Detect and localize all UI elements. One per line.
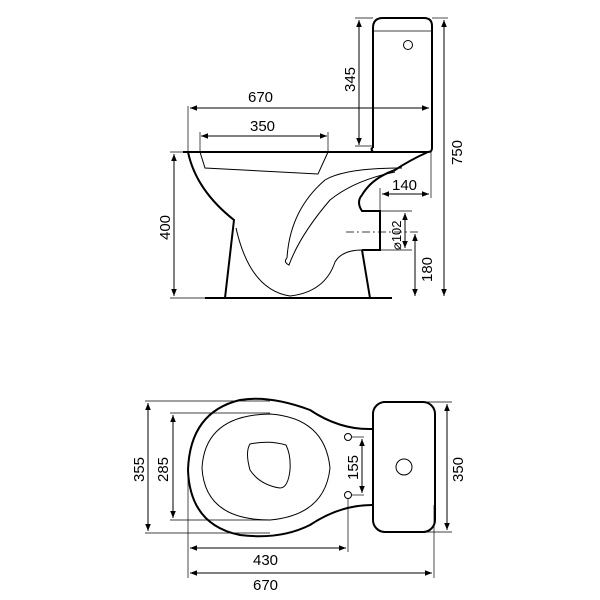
tank-side <box>372 17 433 153</box>
flush-button-side <box>403 40 413 50</box>
top-view: 355 285 155 350 430 670 <box>131 397 467 594</box>
dim-side-350: 350 <box>250 118 275 135</box>
dim-top-670: 670 <box>253 577 278 594</box>
dim-side-180: 180 <box>419 257 436 282</box>
dim-side-140: 140 <box>392 177 417 194</box>
dim-side-750: 750 <box>449 140 466 165</box>
side-view: 670 350 345 750 400 140 ⌀102 180 <box>157 17 466 299</box>
dim-top-350: 350 <box>450 457 467 482</box>
dim-top-355: 355 <box>131 457 148 482</box>
flush-button-top <box>395 458 413 476</box>
dim-side-670: 670 <box>248 89 273 106</box>
dim-side-345: 345 <box>342 67 359 92</box>
dim-top-155: 155 <box>345 455 362 480</box>
tank-top <box>372 401 436 533</box>
bowl-top <box>186 397 373 538</box>
dim-side-102: ⌀102 <box>389 220 404 250</box>
dim-top-285: 285 <box>155 457 172 482</box>
dim-side-400: 400 <box>157 215 174 240</box>
bowl-outer <box>187 151 236 299</box>
dim-top-430: 430 <box>253 552 278 569</box>
